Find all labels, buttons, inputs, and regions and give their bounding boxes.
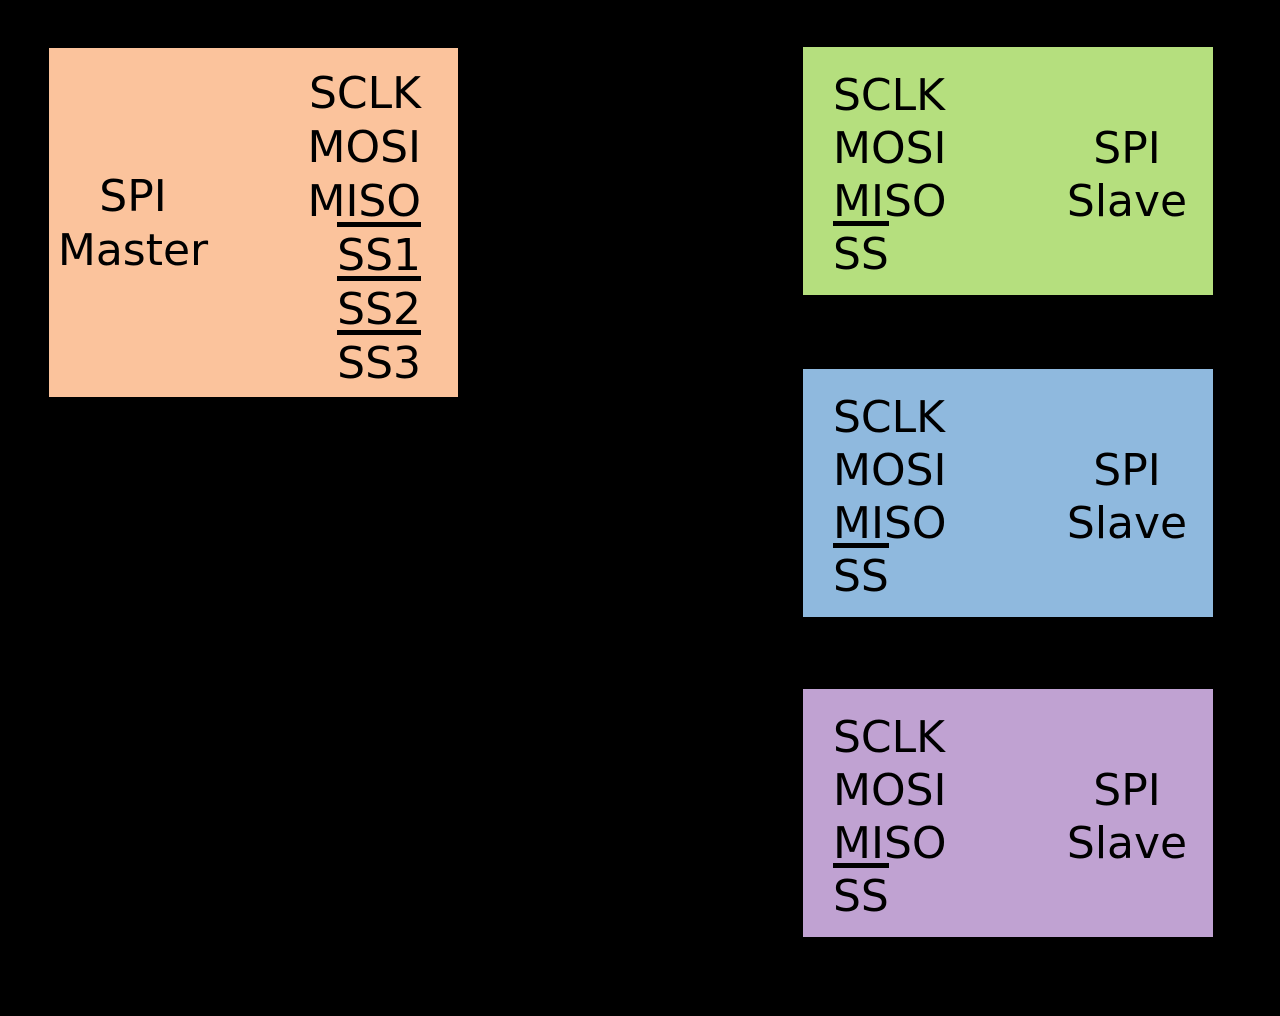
slave-1-pin-ss-label: SS	[833, 221, 889, 280]
master-pin-sclk: SCLK	[49, 67, 421, 121]
slave-1-label-line-1: SPI	[1093, 123, 1161, 174]
slave-1-label-line-2: Slave	[1066, 176, 1188, 227]
slave-2-pin-ss-label: SS	[833, 543, 889, 602]
slave-3-pin-mosi-label: MOSI	[833, 765, 947, 816]
master-pin-ss2: SS2	[49, 276, 421, 337]
spi-slave-2-pins: SCLK MOSI MISO SS	[803, 391, 1213, 603]
slave-1-pin-miso: MISO	[833, 175, 1213, 228]
master-pin-ss3-label: SS3	[337, 330, 421, 389]
slave-3-pin-mosi: MOSI	[833, 764, 1213, 817]
slave-2-pin-miso-label: MISO	[833, 498, 947, 549]
master-label-line-1: SPI	[99, 171, 167, 222]
master-pin-sclk-label: SCLK	[308, 68, 421, 119]
spi-master-label: SPI Master	[58, 170, 208, 278]
slave-3-pin-sclk-label: SCLK	[833, 712, 946, 763]
slave-2-pin-miso: MISO	[833, 497, 1213, 550]
spi-master-box: SPI Master SCLK MOSI MISO SS1 SS2 SS3	[47, 46, 460, 399]
spi-slave-2-label: SPI Slave	[1067, 444, 1187, 550]
slave-1-pin-ss: SS	[833, 221, 1213, 281]
slave-2-label-line-1: SPI	[1093, 445, 1161, 496]
slave-3-pin-miso-label: MISO	[833, 818, 947, 869]
slave-2-pin-ss: SS	[833, 543, 1213, 603]
slave-3-pin-ss: SS	[833, 863, 1213, 923]
master-pin-ss2-label: SS2	[337, 276, 421, 335]
slave-2-pin-sclk: SCLK	[833, 391, 1213, 444]
master-pin-miso-label: MISO	[307, 176, 421, 227]
spi-slave-3-pins: SCLK MOSI MISO SS	[803, 711, 1213, 923]
slave-2-pin-mosi-label: MOSI	[833, 445, 947, 496]
slave-3-pin-ss-label: SS	[833, 863, 889, 922]
slave-2-pin-sclk-label: SCLK	[833, 392, 946, 443]
master-pin-ss3: SS3	[49, 330, 421, 391]
slave-2-pin-mosi: MOSI	[833, 444, 1213, 497]
spi-slave-3-box: SCLK MOSI MISO SS SPI Slave	[801, 687, 1215, 939]
slave-1-pin-mosi-label: MOSI	[833, 123, 947, 174]
spi-slave-2-box: SCLK MOSI MISO SS SPI Slave	[801, 367, 1215, 619]
spi-slave-1-label: SPI Slave	[1067, 122, 1187, 228]
slave-3-pin-miso: MISO	[833, 817, 1213, 870]
master-pin-ss1: SS1	[49, 222, 421, 283]
master-label-line-2: Master	[57, 225, 209, 276]
spi-slave-1-pins: SCLK MOSI MISO SS	[803, 69, 1213, 281]
slave-3-label-line-2: Slave	[1066, 818, 1188, 869]
slave-1-pin-mosi: MOSI	[833, 122, 1213, 175]
spi-slave-1-box: SCLK MOSI MISO SS SPI Slave	[801, 45, 1215, 297]
slave-3-label-line-1: SPI	[1093, 765, 1161, 816]
slave-2-label-line-2: Slave	[1066, 498, 1188, 549]
spi-master-pins: SCLK MOSI MISO SS1 SS2 SS3	[49, 67, 458, 391]
slave-1-pin-sclk: SCLK	[833, 69, 1213, 122]
slave-3-pin-sclk: SCLK	[833, 711, 1213, 764]
master-pin-ss1-label: SS1	[337, 222, 421, 281]
master-pin-mosi-label: MOSI	[307, 122, 421, 173]
slave-1-pin-sclk-label: SCLK	[833, 70, 946, 121]
master-pin-mosi: MOSI	[49, 121, 421, 175]
slave-1-pin-miso-label: MISO	[833, 176, 947, 227]
spi-slave-3-label: SPI Slave	[1067, 764, 1187, 870]
master-pin-miso: MISO	[49, 175, 421, 229]
